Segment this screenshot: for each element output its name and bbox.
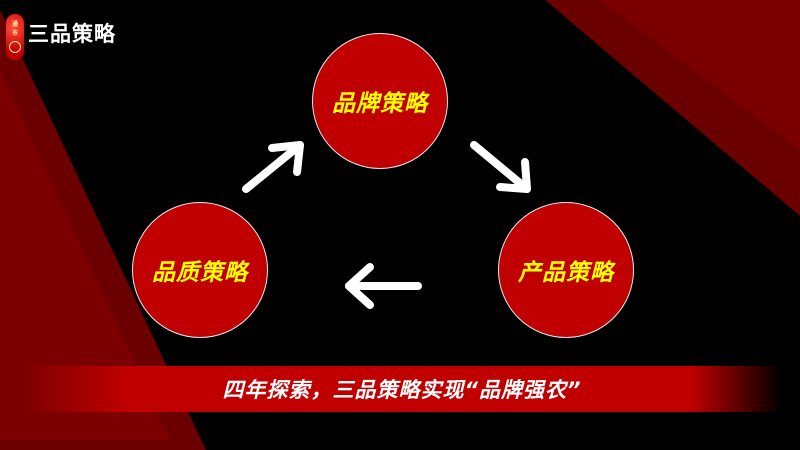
summary-text: 四年探索，三品策略实现“品牌强农” xyxy=(222,378,582,402)
quality-strategy-label: 品质策略 xyxy=(152,260,248,286)
logo-ring-icon xyxy=(9,41,21,53)
arrow-up-right-icon xyxy=(242,141,304,193)
logo-char-1: 通 xyxy=(11,21,18,28)
product-strategy-label: 产品策略 xyxy=(518,260,614,286)
left-red-stripe-inner xyxy=(0,70,170,440)
page-title: 三品策略 xyxy=(28,22,116,46)
product-strategy-circle: 产品策略 xyxy=(498,202,634,338)
quality-strategy-circle: 品质策略 xyxy=(132,202,268,338)
brand-strategy-circle: 品牌策略 xyxy=(312,33,448,169)
summary-banner: 四年探索，三品策略实现“品牌强农” xyxy=(22,366,782,412)
brand-strategy-label: 品牌策略 xyxy=(332,91,428,117)
arrow-down-right-icon xyxy=(470,141,531,193)
logo-badge: 通 市 xyxy=(6,14,24,60)
right-red-stripe-inner xyxy=(600,0,800,150)
logo-char-2: 市 xyxy=(11,30,18,37)
arrow-left-icon xyxy=(345,263,422,309)
